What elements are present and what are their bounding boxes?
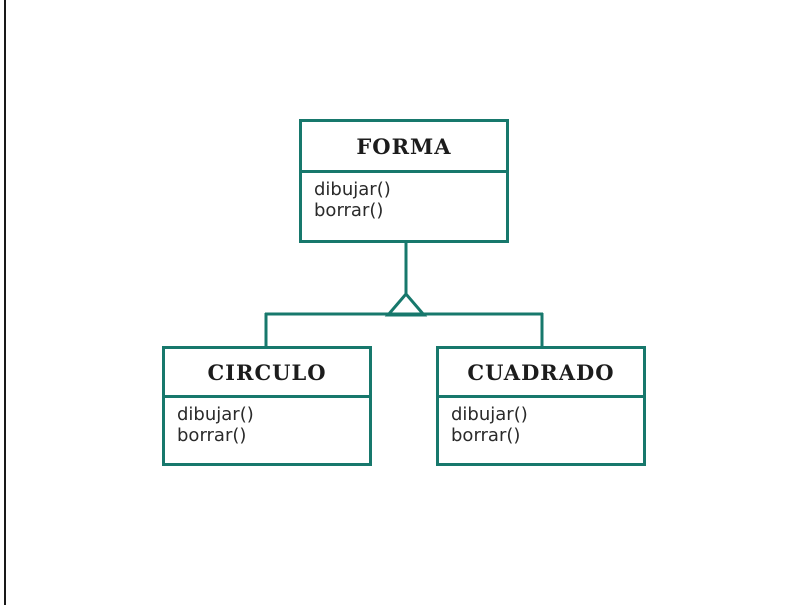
class-operations-cuadrado: dibujar() borrar() <box>439 398 643 463</box>
operation-item: dibujar() <box>451 404 528 425</box>
uml-class-forma[interactable]: FORMA dibujar() borrar() <box>299 119 509 243</box>
operation-item: borrar() <box>177 425 247 447</box>
operation-item: dibujar() <box>177 404 254 425</box>
class-name-circulo: CIRCULO <box>165 349 369 398</box>
uml-class-cuadrado[interactable]: CUADRADO dibujar() borrar() <box>436 346 646 466</box>
operation-item: borrar() <box>314 200 384 222</box>
class-operations-circulo: dibujar() borrar() <box>165 398 369 463</box>
operation-item: borrar() <box>451 425 521 447</box>
uml-class-circulo[interactable]: CIRCULO dibujar() borrar() <box>162 346 372 466</box>
left-edge-band <box>4 0 6 605</box>
class-operations-forma: dibujar() borrar() <box>302 173 506 240</box>
generalization-triangle-icon <box>384 291 428 317</box>
operation-item: dibujar() <box>314 179 391 200</box>
class-name-forma: FORMA <box>302 122 506 173</box>
class-name-cuadrado: CUADRADO <box>439 349 643 398</box>
